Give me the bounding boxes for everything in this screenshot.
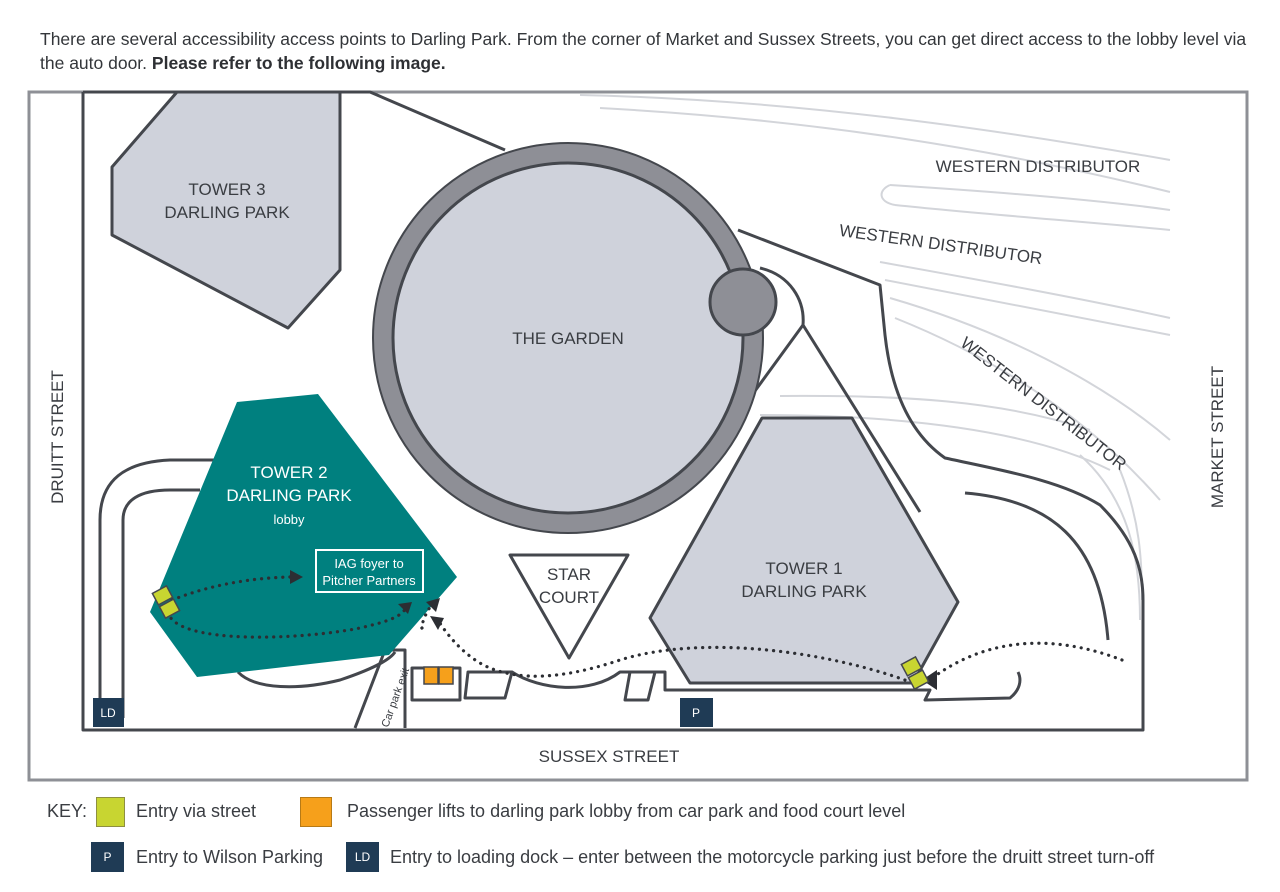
site-outlines [81,90,1145,732]
key-lift-swatch [300,797,332,827]
market-street-label: MARKET STREET [1208,366,1227,508]
iag-foyer-box [315,549,424,593]
p-badge-text: P [692,706,700,720]
key-loading-dock: Entry to loading dock – enter between th… [390,847,1155,867]
road-lines [579,94,1171,621]
key-title: KEY: [47,801,88,821]
star-court-line2: COURT [539,588,599,607]
car-park-exit-label: Car park exit [380,666,413,729]
arrow-to-lobby-1 [398,602,412,614]
tower-2-label-line1: TOWER 2 [250,463,327,482]
tower-1-label-line1: TOWER 1 [765,559,842,578]
western-distributor-label-2: WESTERN DISTRIBUTOR [838,221,1043,268]
p-badge [680,698,713,727]
key-p-badge: P [91,842,124,872]
entry-marker-tower2 [151,584,181,620]
key-wilson: Entry to Wilson Parking [136,847,324,867]
sussex-street-label: SUSSEX STREET [539,747,680,766]
garden-label: THE GARDEN [512,329,623,348]
map-frame [27,90,1249,782]
key-entry-swatch [96,797,125,827]
tower-2-lobby-label: lobby [273,512,305,527]
arrow-to-tower1 [922,670,937,690]
route-arrowheads [290,570,937,690]
tower-2-label-line2: DARLING PARK [226,486,352,505]
key-lifts: Passenger lifts to darling park lobby fr… [347,801,906,821]
tower-3-label-line2: DARLING PARK [164,203,290,222]
tower-3-building [110,90,342,330]
iag-label-line2: Pitcher Partners [322,573,416,588]
intro-bold: Please refer to the following image. [151,53,446,73]
western-distributor-label-1: WESTERN DISTRIBUTOR [936,157,1141,176]
entry-marker-tower1 [900,655,930,691]
tower-1-label-line2: DARLING PARK [741,582,867,601]
druitt-street-label: DRUITT STREET [48,370,67,504]
western-distributor-label-3: WESTERN DISTRIBUTOR [957,333,1130,474]
arrow-from-sussex [430,616,444,630]
key-ld-badge: LD [346,842,379,872]
garden-inner [391,161,745,515]
garden-small-circle [708,267,778,337]
iag-label-line1: IAG foyer to [334,556,403,571]
lift-marker [423,666,454,685]
intro-paragraph: There are several accessibility access p… [40,29,1247,73]
arrow-to-lobby-2 [426,598,440,612]
key-entry-street: Entry via street [136,801,257,821]
star-court-line1: STAR [547,565,591,584]
ld-badge [93,698,124,727]
tower-3-label-line1: TOWER 3 [188,180,265,199]
star-court [508,553,630,660]
access-routes [166,575,1124,682]
intro-text: There are several accessibility access p… [40,27,1250,75]
tower-2-building [150,394,457,677]
ld-badge-text: LD [100,706,116,720]
arrow-to-iag [290,570,303,584]
